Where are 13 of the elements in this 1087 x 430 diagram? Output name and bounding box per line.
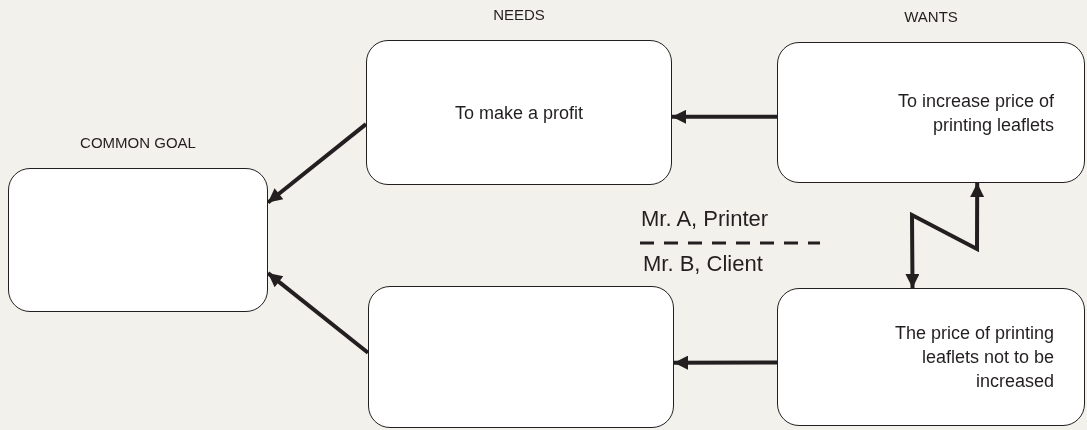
party-label: Mr. B, Client <box>643 251 763 277</box>
arrow <box>905 183 985 288</box>
party-label: Mr. A, Printer <box>641 206 769 232</box>
heading: COMMON GOAL <box>79 134 197 152</box>
arrow <box>674 355 777 370</box>
box-text: To increase price of printing leaflets <box>896 89 1054 137</box>
heading: NEEDS <box>492 6 546 24</box>
arrow <box>672 109 777 124</box>
box-text: The price of printing leaflets not to be increased <box>893 322 1054 393</box>
heading: WANTS <box>903 8 959 26</box>
arrow <box>266 271 370 355</box>
arrow <box>266 122 368 205</box>
box-text: To make a profit <box>453 101 585 125</box>
